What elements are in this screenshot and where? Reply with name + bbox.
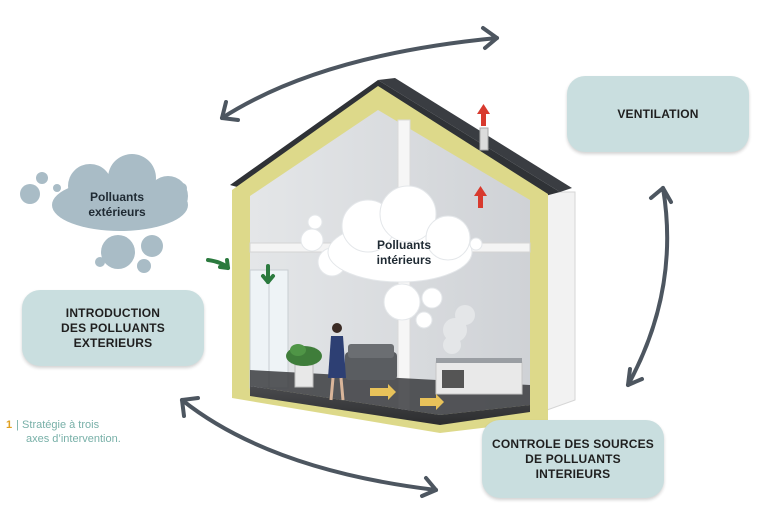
controle-line3: INTERIEURS (535, 466, 611, 481)
cycle-arrow-bottom (180, 396, 438, 498)
ventilation-label: VENTILATION (617, 106, 699, 121)
steam (443, 305, 475, 354)
ventilation-box: VENTILATION (567, 76, 749, 152)
house-side-wall (546, 191, 576, 411)
person-figure (328, 323, 346, 401)
introduction-line2: DES POLLUANTS (61, 320, 165, 335)
cycle-arrow-top (220, 26, 499, 122)
red-arrow-icon (474, 104, 490, 208)
controle-line2: DE POLLUANTS (525, 451, 621, 466)
roof-vent (479, 127, 489, 151)
caption-separator: | (16, 419, 19, 431)
kitchen-unit (435, 358, 523, 395)
controle-box: CONTROLE DES SOURCES DE POLLUANTS INTERI… (482, 420, 664, 498)
exterior-pollutants-label: Polluants extérieurs (72, 190, 162, 220)
cycle-arrow-right (626, 186, 673, 387)
interior-pollutants-line2: intérieurs (376, 253, 432, 267)
exterior-pollutants-line1: Polluants (89, 190, 144, 204)
interior-pollutants-line1: Polluants (376, 238, 431, 252)
controle-line1: CONTROLE DES SOURCES (491, 436, 654, 451)
caption-number: 1 (6, 419, 13, 431)
sofa (345, 352, 397, 380)
yellow-arrow-icon (370, 384, 444, 410)
exterior-pollutants-line2: extérieurs (88, 205, 146, 219)
figure-caption: 1| Stratégie à trois axes d’intervention… (6, 418, 121, 446)
floor (250, 386, 530, 425)
introduction-line1: INTRODUCTION (65, 305, 161, 320)
plant-icon (286, 344, 322, 388)
exterior-pollutant-cloud (20, 154, 188, 273)
caption-line2: axes d’intervention. (26, 433, 121, 445)
caption-line1: Stratégie à trois (22, 419, 100, 431)
interior-pollutant-cloud (300, 185, 483, 329)
green-arrow-icon (206, 258, 275, 284)
interior-pollutants-label: Polluants intérieurs (354, 238, 454, 268)
introduction-line3: EXTERIEURS (73, 335, 153, 350)
introduction-box: INTRODUCTION DES POLLUANTS EXTERIEURS (22, 290, 204, 366)
